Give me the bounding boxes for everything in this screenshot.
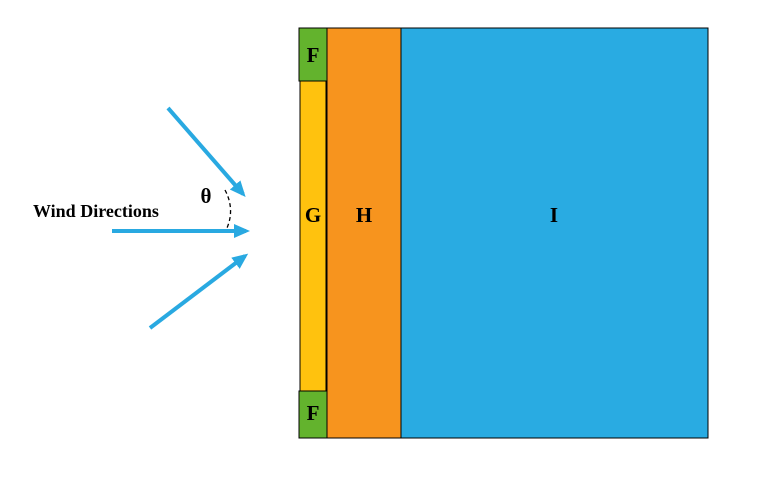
theta-label: θ [201, 184, 212, 208]
block-f-bottom-label: F [307, 401, 320, 425]
block-h [326, 27, 402, 439]
wind-directions-label: Wind Directions [33, 201, 159, 221]
block-f-bottom [298, 390, 328, 439]
block-i-label: I [550, 203, 558, 227]
block-g-label: G [305, 203, 321, 227]
block-i [400, 27, 709, 439]
block-h-label: H [356, 203, 372, 227]
wind-arrow-top [166, 106, 246, 198]
block-g [299, 80, 327, 392]
angle-arc [224, 189, 232, 229]
wind-arrow-bottom [148, 253, 249, 330]
block-f-top-label: F [307, 43, 320, 67]
